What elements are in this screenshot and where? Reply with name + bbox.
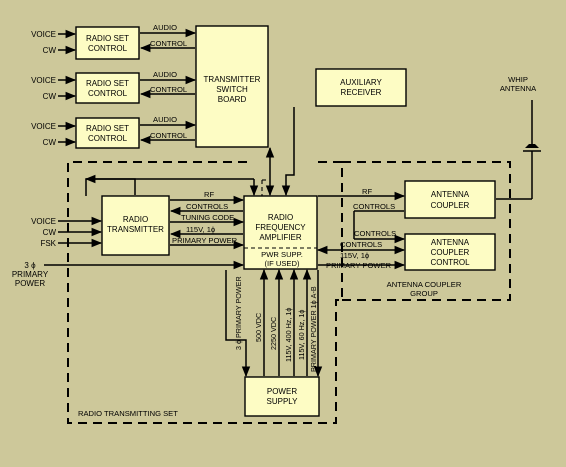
- control-label-1: CONTROL: [150, 39, 187, 48]
- aux-receiver-line-2: RECEIVER: [341, 88, 382, 97]
- three-phase-power-label: 3 ϕ PRIMARY POWER: [234, 276, 243, 350]
- ant-coupler-ctl-line-3: CONTROL: [430, 258, 470, 267]
- tx-rf-label: RF: [204, 190, 214, 199]
- rf-amp-line-1: RADIO: [268, 213, 293, 222]
- amp-controls-label: CONTROLS: [340, 240, 382, 249]
- antenna-coupler-control: ANTENNA COUPLER CONTROL: [404, 233, 496, 271]
- tx-power-label: 115V, 1ϕ: [186, 225, 215, 234]
- rsc-inputs: VOICE CW VOICE CW VOICE CW: [31, 29, 77, 147]
- v2250-label: 2250 VDC: [269, 317, 278, 350]
- whip-antenna: WHIP ANTENNA: [496, 75, 541, 200]
- transmitter-amp-links: RF CONTROLS TUNING CODE 115V, 1ϕ PRIMARY…: [84, 174, 259, 250]
- coupler-controls-label-2: CONTROLS: [354, 229, 396, 238]
- rsc2-cw-label: CW: [43, 92, 57, 101]
- ant-coupler-ctl-line-1: ANTENNA: [431, 238, 470, 247]
- radio-set-control-1: RADIO SET CONTROL: [75, 26, 140, 60]
- auxiliary-receiver: AUXILIARY RECEIVER: [315, 68, 407, 107]
- antenna-coupler-group-outline: [342, 161, 511, 301]
- radio-set-control-2: RADIO SET CONTROL: [75, 72, 140, 104]
- switchboard-amp-links: [261, 107, 295, 197]
- switchboard-line-2: SWITCH: [216, 85, 248, 94]
- radio-set-control-3: RADIO SET CONTROL: [75, 117, 140, 149]
- primary-power-line-3: POWER: [15, 279, 45, 288]
- power-supply: POWER SUPPLY: [244, 376, 320, 417]
- power-supply-links: 3 ϕ PRIMARY POWER 500 VDC 2250 VDC 115V,…: [225, 268, 323, 378]
- radio-transmitting-set-outline: [67, 161, 343, 424]
- tx-fsk-label: FSK: [40, 239, 56, 248]
- power-supply-line-2: SUPPLY: [267, 397, 299, 406]
- switchboard-line-1: TRANSMITTER: [204, 75, 261, 84]
- rsc3-cw-label: CW: [43, 138, 57, 147]
- whip-antenna-line-2: ANTENNA: [500, 84, 537, 93]
- radio-transmitter: RADIO TRANSMITTER: [101, 195, 170, 256]
- aux-receiver-line-1: AUXILIARY: [340, 78, 382, 87]
- tx-cw-label: CW: [43, 228, 57, 237]
- v500-label: 500 VDC: [254, 313, 263, 342]
- tx-primary-power-label: PRIMARY POWER: [172, 236, 238, 245]
- primary-power-line-1: 3 ϕ: [24, 261, 36, 270]
- tuning-code-label: TUNING CODE: [181, 213, 234, 222]
- primary-power-line-2: PRIMARY: [12, 270, 49, 279]
- coupler-controls-label: CONTROLS: [353, 202, 395, 211]
- audio-label-2: AUDIO: [153, 70, 177, 79]
- ant-coupler-line-1: ANTENNA: [431, 190, 470, 199]
- transmitter-switch-board: TRANSMITTER SWITCH BOARD: [195, 25, 269, 148]
- radio-set-control-2-line-2: CONTROL: [88, 89, 128, 98]
- radio-set-control-3-line-2: CONTROL: [88, 134, 128, 143]
- rf-amp-line-3: AMPLIFIER: [259, 233, 301, 242]
- control-label-3: CONTROL: [150, 131, 187, 140]
- radio-tx-line-1: RADIO: [123, 215, 148, 224]
- tx-voice-label: VOICE: [31, 217, 56, 226]
- audio-label-1: AUDIO: [153, 23, 177, 32]
- rsc1-voice-label: VOICE: [31, 30, 56, 39]
- control-label-2: CONTROL: [150, 85, 187, 94]
- power-supply-line-1: POWER: [267, 387, 297, 396]
- radio-frequency-amplifier: RADIO FREQUENCY AMPLIFIER PWR SUPP. (IF …: [243, 195, 318, 270]
- rf-amp-pwr-line-1: PWR SUPP.: [261, 250, 303, 259]
- switchboard-line-3: BOARD: [218, 95, 247, 104]
- whip-antenna-line-1: WHIP: [508, 75, 528, 84]
- radio-set-control-1-line-2: CONTROL: [88, 44, 128, 53]
- radio-set-control-1-line-1: RADIO SET: [86, 34, 129, 43]
- ant-coupler-line-2: COUPLER: [431, 201, 470, 210]
- coupler-rf-label: RF: [362, 187, 372, 196]
- antenna-coupler: ANTENNA COUPLER: [404, 180, 496, 219]
- rsc-switchboard-links: AUDIO CONTROL AUDIO CONTROL AUDIO CONTRO…: [139, 23, 197, 145]
- primary-ab-label: PRIMARY POWER 1ϕ A-B: [309, 286, 318, 372]
- radio-set-control-2-line-1: RADIO SET: [86, 79, 129, 88]
- rsc3-voice-label: VOICE: [31, 122, 56, 131]
- transmitting-set-label: RADIO TRANSMITTING SET: [78, 409, 178, 418]
- amp-coupler-links: RF CONTROLS CONTROLS CONTROLS 115V, 1ϕ P…: [316, 187, 406, 270]
- rsc2-voice-label: VOICE: [31, 76, 56, 85]
- coupler-power-label: 115V, 1ϕ: [340, 251, 369, 260]
- coupler-primary-power-label: PRIMARY POWER: [326, 261, 392, 270]
- audio-label-3: AUDIO: [153, 115, 177, 124]
- rsc1-cw-label: CW: [43, 46, 57, 55]
- tx-controls-label: CONTROLS: [186, 202, 228, 211]
- v60hz-label: 115V, 60 Hz, 1ϕ: [297, 310, 306, 360]
- rf-amp-line-2: FREQUENCY: [255, 223, 306, 232]
- ant-coupler-ctl-line-2: COUPLER: [431, 248, 470, 257]
- radio-tx-line-2: TRANSMITTER: [107, 225, 164, 234]
- coupler-group-line-2: GROUP: [410, 289, 438, 298]
- radio-set-control-3-line-1: RADIO SET: [86, 124, 129, 133]
- transmitter-inputs: VOICE CW FSK 3 ϕ PRIMARY POWER: [12, 216, 245, 288]
- coupler-group-line-1: ANTENNA COUPLER: [387, 280, 462, 289]
- rf-amp-pwr-line-2: (IF USED): [264, 259, 299, 268]
- v400hz-label: 115V, 400 Hz, 1ϕ: [284, 308, 293, 362]
